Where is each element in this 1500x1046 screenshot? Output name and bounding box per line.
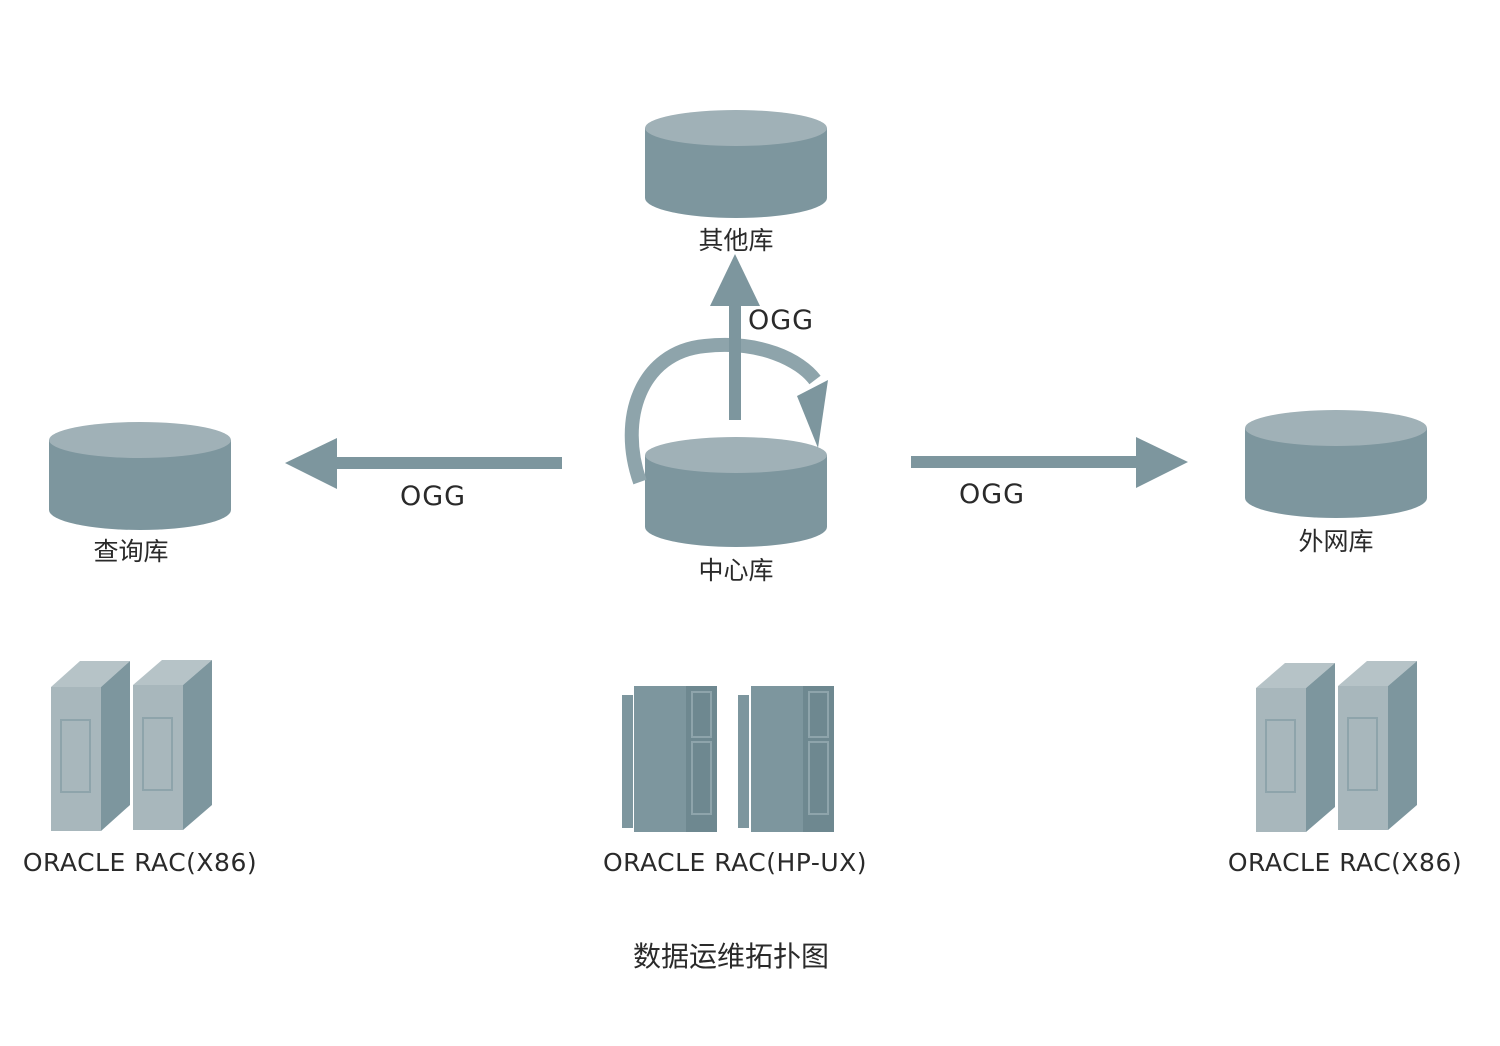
server-right-label: ORACLE RAC(X86) — [1227, 848, 1463, 877]
self-loop-arrow — [624, 338, 828, 485]
database-query-cylinder — [49, 422, 231, 530]
arrow-up-ogg — [710, 254, 760, 420]
server-left-towers — [51, 660, 212, 831]
link-right-label: OGG — [959, 479, 1026, 510]
server-left-label: ORACLE RAC(X86) — [22, 848, 258, 877]
database-center-label: 中心库 — [698, 556, 774, 585]
database-other-cylinder — [645, 110, 827, 218]
database-center-cylinder — [645, 437, 827, 547]
server-right-towers — [1256, 661, 1417, 832]
database-extranet-cylinder — [1245, 410, 1427, 518]
arrow-right-ogg — [911, 437, 1188, 488]
database-extranet-label: 外网库 — [1298, 527, 1374, 556]
link-left-label: OGG — [400, 481, 467, 512]
server-center-label: ORACLE RAC(HP-UX) — [602, 848, 868, 877]
arrow-left-ogg — [285, 438, 562, 489]
diagram-title: 数据运维拓扑图 — [632, 940, 830, 973]
database-other-label: 其他库 — [698, 226, 774, 255]
server-center-racks — [622, 686, 834, 832]
database-query-label: 查询库 — [93, 537, 169, 566]
link-up-label: OGG — [748, 305, 815, 336]
